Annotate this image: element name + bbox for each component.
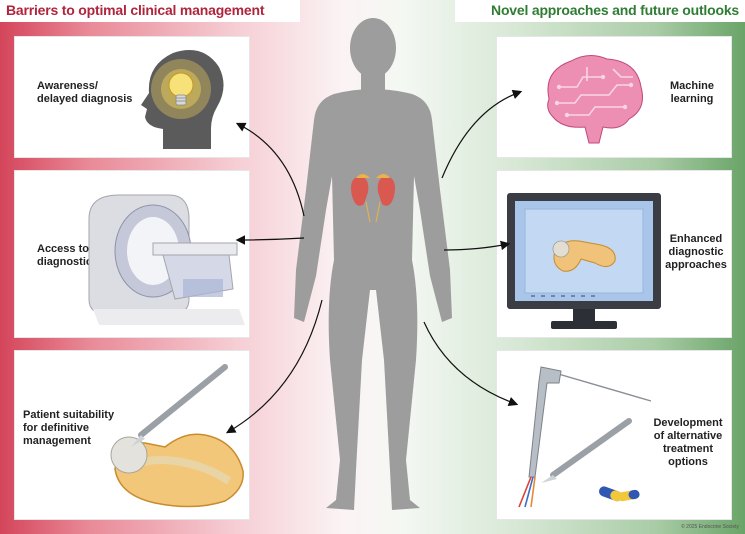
panel-machine-learning: Machine learning xyxy=(496,36,732,158)
suitability-label-line3: management xyxy=(23,435,91,447)
approaches-header: Novel approaches and future outlooks xyxy=(455,0,745,22)
awareness-label: Awareness/ delayed diagnosis xyxy=(37,80,132,106)
arrow-suitability xyxy=(225,299,323,434)
monitor-scan-icon xyxy=(507,193,661,329)
access-label-line2: diagnostics xyxy=(37,256,99,268)
diagnostics-label-line3: approaches xyxy=(665,259,727,271)
treatment-label-line3: treatment options xyxy=(662,443,714,468)
machine-learning-label: Machine learning xyxy=(657,80,727,106)
scalpel-adrenal-icon xyxy=(110,364,244,508)
panel-treatment: Development of alternative treatment opt… xyxy=(496,350,732,520)
arrow-access xyxy=(235,235,305,245)
barriers-header: Barriers to optimal clinical management xyxy=(0,0,300,22)
suitability-label-line2: for definitive xyxy=(23,422,90,434)
panel-suitability: Patient suitability for definitive manag… xyxy=(14,350,250,520)
awareness-label-line1: Awareness/ xyxy=(37,80,98,92)
machine-learning-label-line2: learning xyxy=(670,93,714,105)
access-label-line1: Access to xyxy=(37,243,89,255)
diagnostics-label: Enhanced diagnostic approaches xyxy=(661,233,731,272)
suitability-label-line1: Patient suitability xyxy=(23,409,115,421)
treatment-label: Development of alternative treatment opt… xyxy=(643,417,733,469)
arrow-diagnostics xyxy=(443,240,511,251)
mri-scanner-icon xyxy=(88,194,245,325)
treatment-label-line1: Development xyxy=(653,417,723,429)
panel-diagnostics: Enhanced diagnostic approaches xyxy=(496,170,732,338)
circuit-brain-icon xyxy=(547,55,643,144)
machine-learning-label-line1: Machine xyxy=(669,80,714,92)
suitability-label: Patient suitability for definitive manag… xyxy=(23,409,123,448)
diagnostics-label-line2: diagnostic xyxy=(668,246,724,258)
arrow-awareness xyxy=(235,122,305,217)
copyright-text: © 2025 Endocrine Society xyxy=(681,524,739,530)
head-lightbulb-icon xyxy=(141,50,224,149)
panel-awareness: Awareness/ delayed diagnosis xyxy=(14,36,250,158)
awareness-label-line2: delayed diagnosis xyxy=(37,93,133,105)
panel-access: Access to diagnostics xyxy=(14,170,250,338)
diagnostics-label-line1: Enhanced xyxy=(669,233,723,245)
kidneys-adrenals xyxy=(351,174,395,223)
access-label: Access to diagnostics xyxy=(37,243,98,269)
ablation-probe-icon xyxy=(518,366,652,508)
treatment-label-line2: of alternative xyxy=(653,430,723,442)
arrow-treatment xyxy=(423,321,519,407)
arrow-machine-learning xyxy=(441,89,523,179)
